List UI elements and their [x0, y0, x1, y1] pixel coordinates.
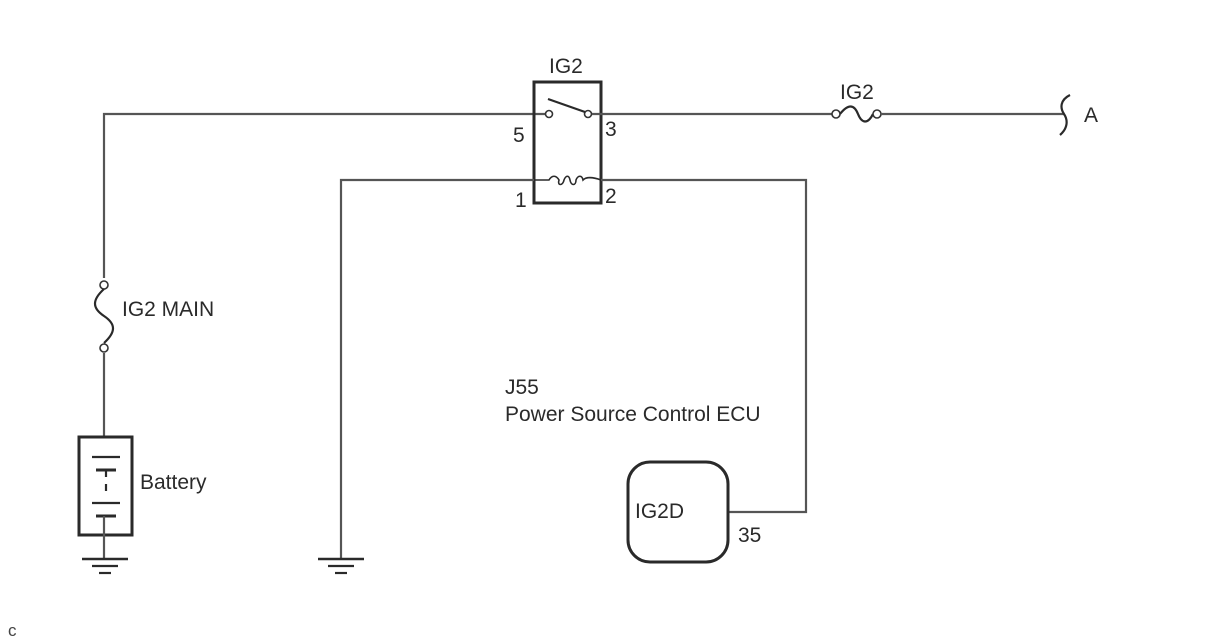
- ecu-terminal-box: [626, 460, 730, 564]
- ecu-terminal-name: IG2D: [635, 500, 684, 523]
- fuse-ig2-terminal-right: [872, 109, 882, 119]
- fuse-terminal-top: [99, 280, 109, 290]
- relay-pin-2: 2: [605, 185, 617, 208]
- fuse-ig2-terminal-left: [831, 109, 841, 119]
- fuse-ig2-main: [93, 280, 115, 353]
- ecu-name: Power Source Control ECU: [505, 403, 761, 426]
- relay-ig2: [532, 80, 603, 205]
- battery-symbol: [77, 435, 134, 537]
- fuse-main-label: IG2 MAIN: [122, 298, 214, 321]
- relay-contact-5: [544, 109, 554, 119]
- ecu-code: J55: [505, 376, 539, 399]
- ground-icon-battery: [82, 535, 128, 575]
- fuse-ig2-element: [839, 105, 874, 123]
- relay-pin-1: 1: [515, 189, 527, 212]
- fuse-element: [93, 288, 115, 344]
- relay-switch-arm: [547, 97, 586, 114]
- battery-label: Battery: [140, 471, 207, 494]
- relay-box: [532, 80, 603, 205]
- fuse-ig2: [831, 105, 882, 123]
- relay-pin-5: 5: [513, 124, 525, 147]
- footer-mark: c: [8, 621, 17, 640]
- wire-battery-to-relay: [102, 112, 549, 437]
- fuse-terminal-bottom: [99, 343, 109, 353]
- relay-label: IG2: [549, 55, 583, 78]
- connector-label: A: [1084, 104, 1098, 127]
- battery-box: [77, 435, 134, 537]
- wire-relay-coil-to-ecu: [601, 178, 808, 514]
- relay-coil: [534, 175, 602, 186]
- wire-relay-coil-to-ground: [339, 178, 534, 559]
- connector-break-icon: [1059, 94, 1071, 136]
- fuse-ig2-label: IG2: [840, 81, 874, 104]
- relay-pin-3: 3: [605, 118, 617, 141]
- relay-contact-3: [583, 109, 593, 119]
- ecu-terminal-pin: 35: [738, 524, 761, 547]
- ground-icon-relay: [318, 557, 364, 575]
